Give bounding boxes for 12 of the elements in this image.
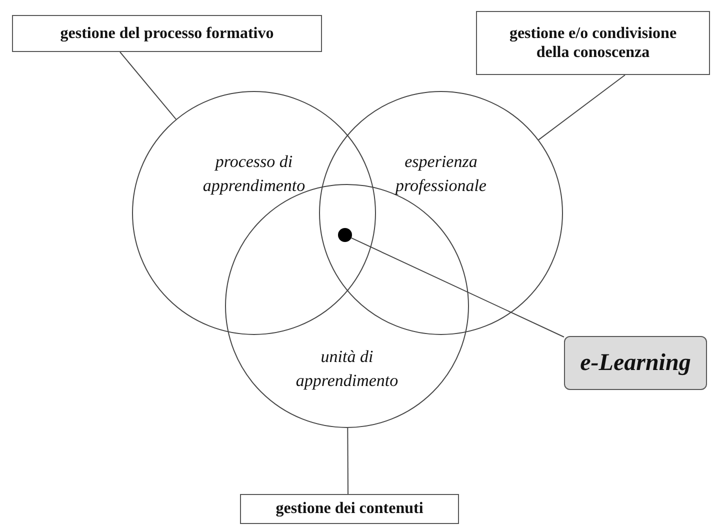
label-box: gestione e/o condivisione della conoscenza [476,11,710,75]
label-box: gestione dei contenuti [240,494,459,524]
leader-line [347,428,348,494]
leader-line [350,237,564,338]
highlight-box: e-Learning [564,336,707,390]
leader-line [538,74,626,140]
circle-label: processo di apprendimento [202,151,306,197]
circle-label: unità di apprendimento [294,346,400,392]
circle-label: esperienza professionale [394,151,488,197]
dot-marker [338,228,352,242]
label-box: gestione del processo formativo [12,15,322,52]
leader-line [120,52,176,120]
